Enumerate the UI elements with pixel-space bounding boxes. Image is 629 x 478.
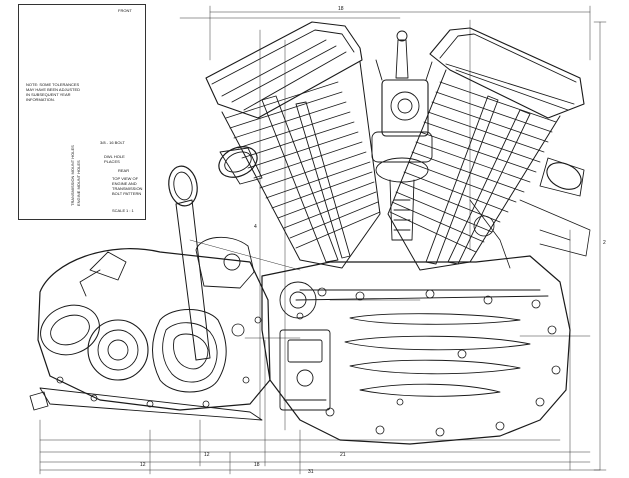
dim-overall-length: 31	[308, 469, 314, 475]
notes-panel	[18, 4, 146, 220]
rear-cylinder	[387, 27, 585, 271]
rear-label: REAR	[118, 168, 130, 173]
bolt-spec-label: 3/8 - 16 BOLT	[100, 140, 125, 145]
carburetor	[371, 30, 433, 241]
front-label: FRONT	[118, 8, 132, 13]
scale-value: 1 : 1	[126, 208, 134, 213]
right-side-details	[469, 199, 591, 269]
engine-mount-label: ENGINE MOUNT HOLES	[76, 160, 81, 206]
bolt-pattern-note: TOP VIEW OF ENGINE AND TRANSMISSION BOLT…	[112, 176, 143, 196]
crankcase	[261, 255, 571, 445]
transmission-mount-label: TRANSMISSION MOUNT HOLES	[70, 145, 75, 206]
dim-base-2: 12	[204, 452, 210, 458]
dimension-lines	[39, 5, 607, 475]
dim-cylinder-height: 4	[254, 224, 257, 230]
dowel-hole-label: DWL HOLE PLACES	[104, 154, 125, 164]
front-cylinder	[205, 21, 381, 269]
scale-label: SCALE	[112, 208, 126, 213]
dim-base-3: 18	[254, 462, 260, 468]
dim-top-span: 18	[338, 6, 344, 12]
dim-base-1: 12	[140, 462, 146, 468]
dim-overall-height: 2	[603, 240, 606, 246]
tolerance-note: NOTE: SOME TOLERANCES MAY HAVE BEEN ADJU…	[26, 82, 81, 102]
transmission	[29, 165, 271, 421]
dim-base-4: 21	[340, 452, 346, 458]
